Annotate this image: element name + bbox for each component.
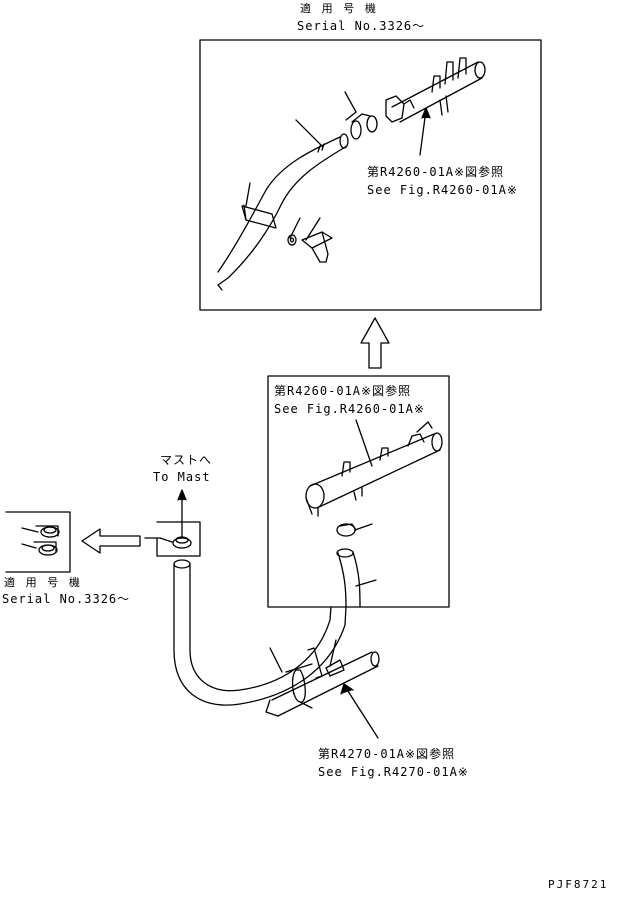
- bottom-reference-label-en: See Fig.R4270-01A※: [318, 765, 469, 779]
- left-detail-frame: [5, 511, 71, 573]
- reference-arrow: [345, 687, 379, 739]
- top-detail-frame: [199, 39, 542, 311]
- up-arrow: [360, 317, 390, 369]
- leader-line: [354, 523, 373, 531]
- top-reference-label-en: See Fig.R4260-01A※: [367, 183, 518, 197]
- middle-reference-label-jp: 第R4260-01A※図参照: [274, 384, 412, 398]
- middle-reference-label-en: See Fig.R4260-01A※: [274, 402, 425, 416]
- leader-line: [329, 639, 337, 667]
- middle-detail-drawing: [305, 419, 443, 608]
- left-applicable-label-jp: 適 用 号 機: [4, 576, 82, 589]
- mast-clamp-detail: [144, 489, 201, 557]
- leader-line: [355, 419, 373, 467]
- leader-line: [344, 91, 357, 121]
- top-reference-label-jp: 第R4260-01A※図参照: [367, 165, 505, 179]
- top-serial-label: Serial No.3326～: [297, 19, 426, 33]
- leader-line: [269, 647, 283, 673]
- drawing-code: PJF8721: [548, 878, 609, 891]
- leader-line: [245, 182, 251, 207]
- left-detail-drawing: [21, 525, 60, 556]
- leader-line: [295, 119, 324, 148]
- left-arrow: [81, 528, 141, 554]
- leader-line: [305, 217, 321, 241]
- top-detail-drawing: [217, 57, 486, 291]
- mast-label-jp: マストへ: [160, 453, 213, 467]
- middle-detail-frame: [267, 375, 450, 608]
- left-serial-label: Serial No.3326～: [2, 592, 131, 606]
- main-hose-assembly: [173, 559, 380, 739]
- bottom-reference-label-jp: 第R4270-01A※図参照: [318, 747, 456, 761]
- leader-line: [355, 579, 377, 587]
- leader-line: [289, 217, 301, 239]
- top-applicable-label-jp: 適 用 号 機: [300, 2, 378, 15]
- mast-label-en: To Mast: [153, 470, 211, 484]
